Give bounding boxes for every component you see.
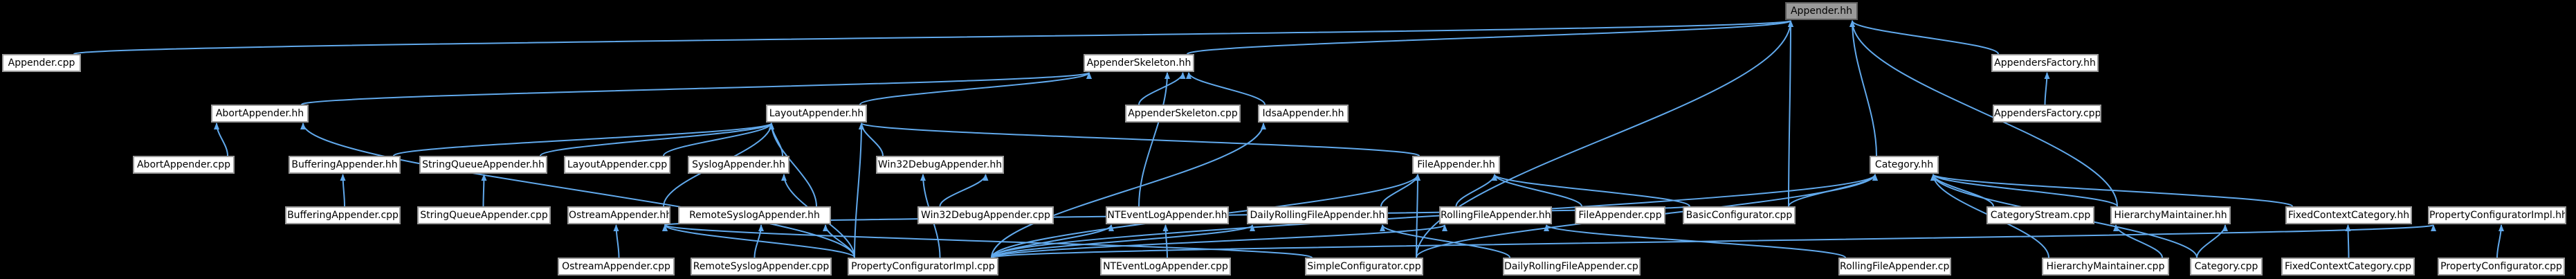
graph-node-appenderskeleton-hh[interactable]: AppenderSkeleton.hh <box>1084 54 1194 72</box>
graph-node-dailyrollingfileappender-hh[interactable]: DailyRollingFileAppender.hh <box>1247 206 1388 224</box>
graph-edge-fileappender-cpp-to-fileappender-hh <box>1492 174 1582 207</box>
graph-edge-win32debugappender-cpp-to-win32debugappender-hh <box>939 174 989 207</box>
graph-edge-remotesyslogappender-hh-to-layoutappender-hh <box>769 123 817 207</box>
graph-node-bufferingappender-hh[interactable]: BufferingAppender.hh <box>289 156 401 174</box>
graph-edges <box>73 20 2504 258</box>
graph-node-remotesyslogappender-cpp[interactable]: RemoteSyslogAppender.cpp <box>691 258 832 276</box>
graph-node-appendersfactory-cpp[interactable]: AppendersFactory.cpp <box>1993 105 2101 123</box>
graph-edge-basicconfigurator-cpp-to-fileappender-hh <box>1492 174 1690 207</box>
graph-node-abortappender-hh[interactable]: AbortAppender.hh <box>211 105 309 123</box>
graph-edge-fixedcontextcategory-hh-to-category-hh <box>1930 174 2293 207</box>
graph-node-appenderskeleton-cpp[interactable]: AppenderSkeleton.cpp <box>1125 105 1241 123</box>
graph-edge-appenderskeleton-cpp-to-appenderskeleton-hh <box>1138 72 1186 105</box>
graph-node-bufferingappender-cpp[interactable]: BufferingAppender.cpp <box>285 206 401 224</box>
graph-edge-hierarchymaintainer-hh-to-category-hh <box>1930 174 2118 207</box>
graph-edge-simpleconfigurator-cpp-to-fileappender-hh <box>1414 174 1421 258</box>
graph-edge-bufferingappender-cpp-to-bufferingappender-hh <box>340 174 346 207</box>
graph-node-layoutappender-hh[interactable]: LayoutAppender.hh <box>766 105 867 123</box>
graph-node-nteventlogappender-cpp[interactable]: NTEventLogAppender.cpp <box>1100 258 1231 276</box>
graph-node-win32debugappender-hh[interactable]: Win32DebugAppender.hh <box>876 156 1004 174</box>
graph-edge-stringqueueappender-hh-to-layoutappender-hh <box>540 123 774 156</box>
graph-edge-basicconfigurator-cpp-to-appender-hh <box>1787 20 1793 207</box>
graph-edge-category-hh-to-appender-hh <box>1849 20 1877 156</box>
graph-node-stringqueueappender-cpp[interactable]: StringQueueAppender.cpp <box>417 206 551 224</box>
graph-node-appendersfactory-hh[interactable]: AppendersFactory.hh <box>1991 54 2099 72</box>
graph-node-simpleconfigurator-cpp[interactable]: SimpleConfigurator.cpp <box>1305 258 1423 276</box>
graph-edge-layoutappender-cpp-to-layoutappender-hh <box>663 123 774 156</box>
graph-edge-ostreamappender-cpp-to-ostreamappender-hh <box>613 224 620 258</box>
graph-edge-propertyconfiguratorimpl-cpp-to-category-hh <box>991 174 1878 258</box>
graph-edge-propertyconfiguratorimpl-cpp-to-rollingfileappender-hh <box>991 224 1447 258</box>
graph-node-basicconfigurator-cpp[interactable]: BasicConfigurator.cpp <box>1683 206 1796 224</box>
graph-node-fileappender-hh[interactable]: FileAppender.hh <box>1412 156 1500 174</box>
graph-edge-nteventlogappender-cpp-to-nteventlogappender-hh <box>1162 224 1169 258</box>
graph-node-categorystream-cpp[interactable]: CategoryStream.cpp <box>1986 206 2094 224</box>
graph-node-category-cpp[interactable]: Category.cpp <box>2190 258 2263 276</box>
graph-node-propertyconfiguratorimpl-cpp[interactable]: PropertyConfiguratorImpl.cpp <box>848 258 998 276</box>
graph-edge-propertyconfiguratorimpl-cpp-to-layoutappender-hh <box>854 123 864 258</box>
graph-node-nteventlogappender-hh[interactable]: NTEventLogAppender.hh <box>1106 206 1229 224</box>
graph-node-rollingfileappender-hh[interactable]: RollingFileAppender.hh <box>1439 206 1552 224</box>
graph-node-hierarchymaintainer-hh[interactable]: HierarchyMaintainer.hh <box>2110 206 2231 224</box>
graph-edge-win32debugappender-hh-to-layoutappender-hh <box>859 123 884 156</box>
graph-edge-abortappender-cpp-to-abortappender-hh <box>214 123 228 156</box>
graph-node-layoutappender-cpp[interactable]: LayoutAppender.cpp <box>564 156 670 174</box>
graph-node-rollingfileappender-cpp[interactable]: RollingFileAppender.cpp <box>1838 258 1951 276</box>
graph-node-propertyconfiguratorimpl-hh[interactable]: PropertyConfiguratorImpl.hh <box>2428 206 2566 224</box>
graph-edge-remotesyslogappender-cpp-to-remotesyslogappender-hh <box>753 224 764 258</box>
graph-node-fileappender-cpp[interactable]: FileAppender.cpp <box>1575 206 1665 224</box>
graph-edge-propertyconfiguratorimpl-cpp-to-propertyconfiguratorimpl-hh <box>991 224 2436 258</box>
graph-edge-dailyrollingfileappender-hh-to-fileappender-hh <box>1380 174 1421 207</box>
graph-node-hierarchymaintainer-cpp[interactable]: HierarchyMaintainer.cpp <box>2042 258 2169 276</box>
graph-edge-fixedcontextcategory-cpp-to-fixedcontextcategory-hh <box>2345 224 2351 258</box>
graph-edge-syslogappender-hh-to-layoutappender-hh <box>769 123 783 156</box>
graph-node-abortappender-cpp[interactable]: AbortAppender.cpp <box>133 156 235 174</box>
graph-node-dailyrollingfileappender-cpp[interactable]: DailyRollingFileAppender.cpp <box>1503 258 1641 276</box>
graph-edge-propertyconfiguratorimpl-cpp-to-abortappender-hh <box>300 123 855 258</box>
graph-edge-abortappender-hh-to-appenderskeleton-hh <box>301 72 1092 105</box>
graph-node-fixedcontextcategory-cpp[interactable]: FixedContextCategory.cpp <box>2281 258 2415 276</box>
graph-node-syslogappender-hh[interactable]: SyslogAppender.hh <box>688 156 789 174</box>
graph-edge-dailyrollingfileappender-cpp-to-dailyrollingfileappender-hh <box>1380 224 1510 258</box>
graph-node-ostreamappender-hh[interactable]: OstreamAppender.hh <box>567 206 670 224</box>
graph-node-idsaappender-hh[interactable]: IdsaAppender.hh <box>1258 105 1349 123</box>
graph-node-appender-cpp[interactable]: Appender.cpp <box>2 54 81 72</box>
graph-edge-propertyconfiguratorimpl-cpp-to-dailyrollingfileappender-hh <box>991 224 1255 258</box>
graph-edge-propertyconfiguratorimpl-cpp-to-remotesyslogappender-hh <box>823 224 855 258</box>
graph-edge-appenderskeleton-hh-to-appender-hh <box>1187 20 1793 55</box>
graph-node-stringqueueappender-hh[interactable]: StringQueueAppender.hh <box>419 156 547 174</box>
graph-node-win32debugappender-cpp[interactable]: Win32DebugAppender.cpp <box>917 206 1054 224</box>
graph-edge-appender-cpp-to-appender-hh <box>73 20 1793 55</box>
graph-edge-idsaappender-hh-to-appenderskeleton-hh <box>1186 72 1266 105</box>
graph-edge-propertyconfiguratorimpl-cpp-to-ostreamappender-hh <box>662 224 855 258</box>
graph-node-category-hh[interactable]: Category.hh <box>1870 156 1939 174</box>
graph-node-remotesyslogappender-hh[interactable]: RemoteSyslogAppender.hh <box>678 206 831 224</box>
graph-edge-appendersfactory-hh-to-appender-hh <box>1849 20 1999 55</box>
graph-edge-propertyconfigurator-cpp-to-propertyconfiguratorimpl-hh <box>2496 224 2504 258</box>
graph-edge-hierarchymaintainer-hh-to-appender-hh <box>1849 20 2118 207</box>
graph-edge-simpleconfigurator-cpp-to-ostreamappender-hh <box>662 224 1313 258</box>
graph-node-ostreamappender-cpp[interactable]: OstreamAppender.cpp <box>558 258 675 276</box>
graph-edge-simpleconfigurator-cpp-to-appender-hh <box>1416 20 1793 258</box>
graph-edge-propertyconfiguratorimpl-cpp-to-idsaappender-hh <box>991 123 1266 258</box>
graph-edge-hierarchymaintainer-cpp-to-hierarchymaintainer-hh <box>2113 224 2163 258</box>
graph-edge-fileappender-hh-to-layoutappender-hh <box>859 123 1420 156</box>
graph-node-appender-hh[interactable]: Appender.hh <box>1785 2 1858 20</box>
graph-node-propertyconfigurator-cpp[interactable]: PropertyConfigurator.cpp <box>2438 258 2565 276</box>
graph-edge-appendersfactory-cpp-to-appendersfactory-hh <box>2044 72 2050 105</box>
graph-edge-bufferingappender-hh-to-layoutappender-hh <box>393 123 774 156</box>
graph-node-fixedcontextcategory-hh[interactable]: FixedContextCategory.hh <box>2285 206 2412 224</box>
graph-edge-category-cpp-to-hierarchymaintainer-hh <box>2196 224 2228 258</box>
graph-edge-layoutappender-hh-to-appenderskeleton-hh <box>859 72 1092 105</box>
